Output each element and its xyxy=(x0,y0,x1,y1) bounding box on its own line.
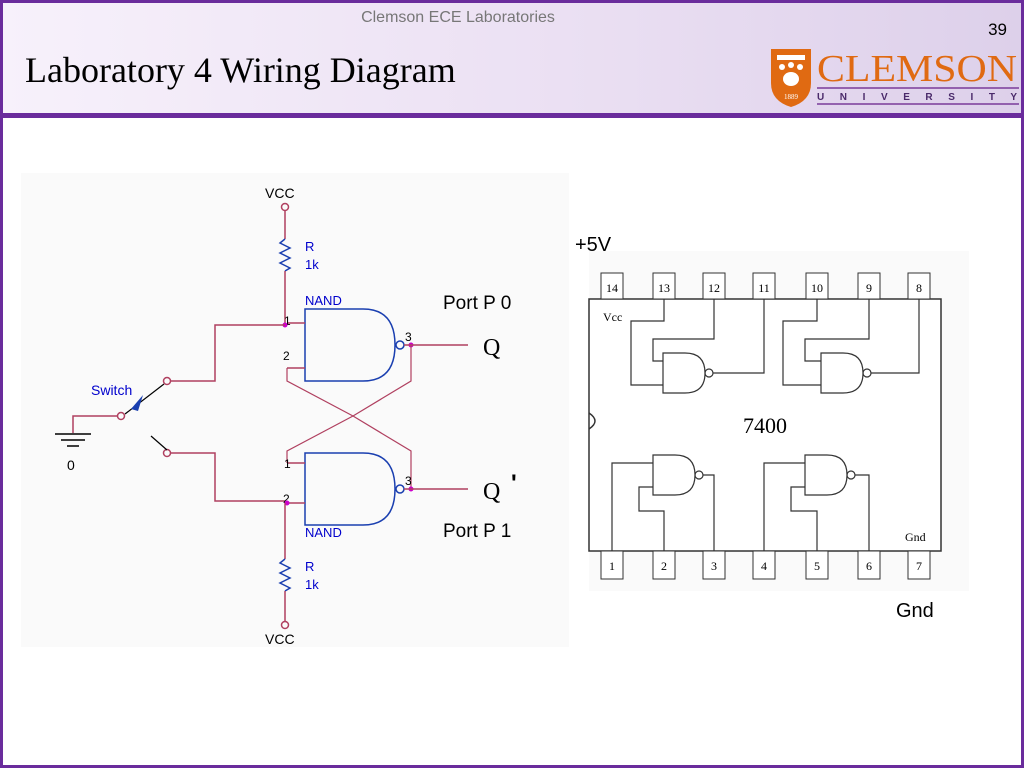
ground-icon xyxy=(55,433,91,447)
internal-gate-bottom-left xyxy=(611,454,715,551)
page-title: Laboratory 4 Wiring Diagram xyxy=(25,50,456,90)
resistor-bottom xyxy=(278,558,292,592)
top-pin3-label: 3 xyxy=(405,330,412,344)
vcc-bottom-label: VCC xyxy=(265,631,295,647)
internal-gate-top-right xyxy=(782,299,920,394)
chip-part-number: 7400 xyxy=(743,413,787,438)
chip-notch xyxy=(588,412,596,430)
pin-10: 10 xyxy=(811,281,823,295)
resistor-top xyxy=(278,238,292,272)
pin-1: 1 xyxy=(609,559,615,573)
chip-gnd-inside: Gnd xyxy=(905,530,926,544)
q-output-label: Q xyxy=(483,335,500,361)
slide-header: Clemson ECE Laboratories 39 Laboratory 4… xyxy=(3,3,1021,113)
top-pin2-label: 2 xyxy=(283,349,290,363)
logo-university: U N I V E R S I T Y xyxy=(817,92,1017,103)
pin-3: 3 xyxy=(711,559,717,573)
resistor-bottom-value: 1k xyxy=(305,577,319,592)
header-divider xyxy=(3,113,1021,118)
vcc-top-terminal xyxy=(280,202,290,212)
resistor-top-name: R xyxy=(305,239,314,254)
pin-7: 7 xyxy=(916,559,922,573)
vcc-top-label: VCC xyxy=(265,185,295,201)
internal-gate-bottom-right xyxy=(763,454,870,551)
logo-wordmark: CLEMSON xyxy=(817,48,1017,90)
logo-year: 1889 xyxy=(784,93,799,101)
tiger-paw-shield-icon: 1889 xyxy=(771,49,811,107)
internal-gate-top-left xyxy=(630,299,765,394)
slide-number: 39 xyxy=(988,20,1007,39)
pin-5: 5 xyxy=(814,559,820,573)
bot-pin1-label: 1 xyxy=(284,457,291,471)
chip-body xyxy=(588,298,942,552)
ground-label: 0 xyxy=(67,457,75,473)
pin-14: 14 xyxy=(606,281,618,295)
course-name: Clemson ECE Laboratories xyxy=(361,9,555,26)
bot-pin3-label: 3 xyxy=(405,474,412,488)
clemson-logo: 1889 CLEMSON U N I V E R S I T Y xyxy=(771,48,1019,107)
pin-13: 13 xyxy=(658,281,670,295)
pin-12: 12 xyxy=(708,281,720,295)
port-p1-label: Port P 1 xyxy=(443,521,511,542)
switch-label: Switch xyxy=(91,382,132,398)
nand-gate-top xyxy=(304,308,396,382)
port-p0-label: Port P 0 xyxy=(443,293,511,314)
qbar-output-label: Q xyxy=(483,479,500,505)
schematic-background xyxy=(21,173,569,647)
sr-latch-schematic: VCC R 1k NAND 1 2 3 xyxy=(21,173,569,647)
top-pin1-label: 1 xyxy=(284,314,291,328)
pin-11: 11 xyxy=(758,281,770,295)
gate-top-label: NAND xyxy=(305,293,342,308)
wiring-diagram: VCC R 1k NAND 1 2 3 xyxy=(21,173,969,647)
pin-8: 8 xyxy=(916,281,922,295)
chip-gnd-outside: Gnd xyxy=(896,600,934,622)
pin-6: 6 xyxy=(866,559,872,573)
supply-label: +5V xyxy=(575,234,612,256)
vcc-bottom-terminal xyxy=(280,620,290,630)
switch-contact-top xyxy=(162,376,172,386)
top-pin-row: 14 13 12 11 10 9 8 xyxy=(600,272,931,300)
nand-gate-bottom xyxy=(304,452,396,526)
chip-vcc-label: Vcc xyxy=(603,310,622,324)
bottom-pin-row: 1 2 3 4 5 6 7 xyxy=(600,550,931,580)
bot-pin2-label: 2 xyxy=(283,492,290,506)
pin-2: 2 xyxy=(661,559,667,573)
pin-4: 4 xyxy=(761,559,767,573)
resistor-top-value: 1k xyxy=(305,257,319,272)
qbar-prime: ' xyxy=(511,470,517,497)
resistor-bottom-name: R xyxy=(305,559,314,574)
pin-9: 9 xyxy=(866,281,872,295)
gate-bottom-label: NAND xyxy=(305,525,342,540)
chip-7400-pinout: +5V 14 13 12 11 10 9 8 xyxy=(575,234,969,622)
